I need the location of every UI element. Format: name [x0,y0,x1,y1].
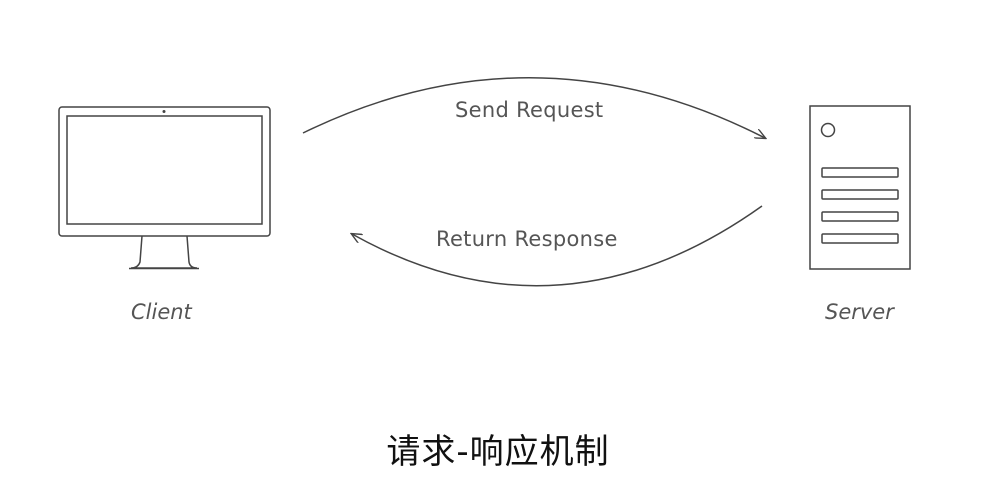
client-label: Client [131,300,192,324]
monitor-camera [162,110,166,113]
request-arrow [302,77,765,138]
server-label: Server [825,300,894,324]
diagram-caption: 请求-响应机制 [386,432,610,472]
response-arrow [352,205,763,287]
monitor-screen [66,115,263,225]
server-case [809,105,911,270]
monitor-icon [58,106,271,270]
monitor-stand [130,235,198,269]
server-tower-icon [809,105,911,270]
monitor-frame [58,106,271,237]
server-power-button [820,122,836,138]
response-arrow-label: Return Response [436,227,618,251]
server-drive-bay [821,211,899,222]
request-arrow-label: Send Request [455,98,604,122]
server-drive-bay [821,189,899,200]
server-drive-bay [821,167,899,178]
server-drive-bay [821,233,899,244]
